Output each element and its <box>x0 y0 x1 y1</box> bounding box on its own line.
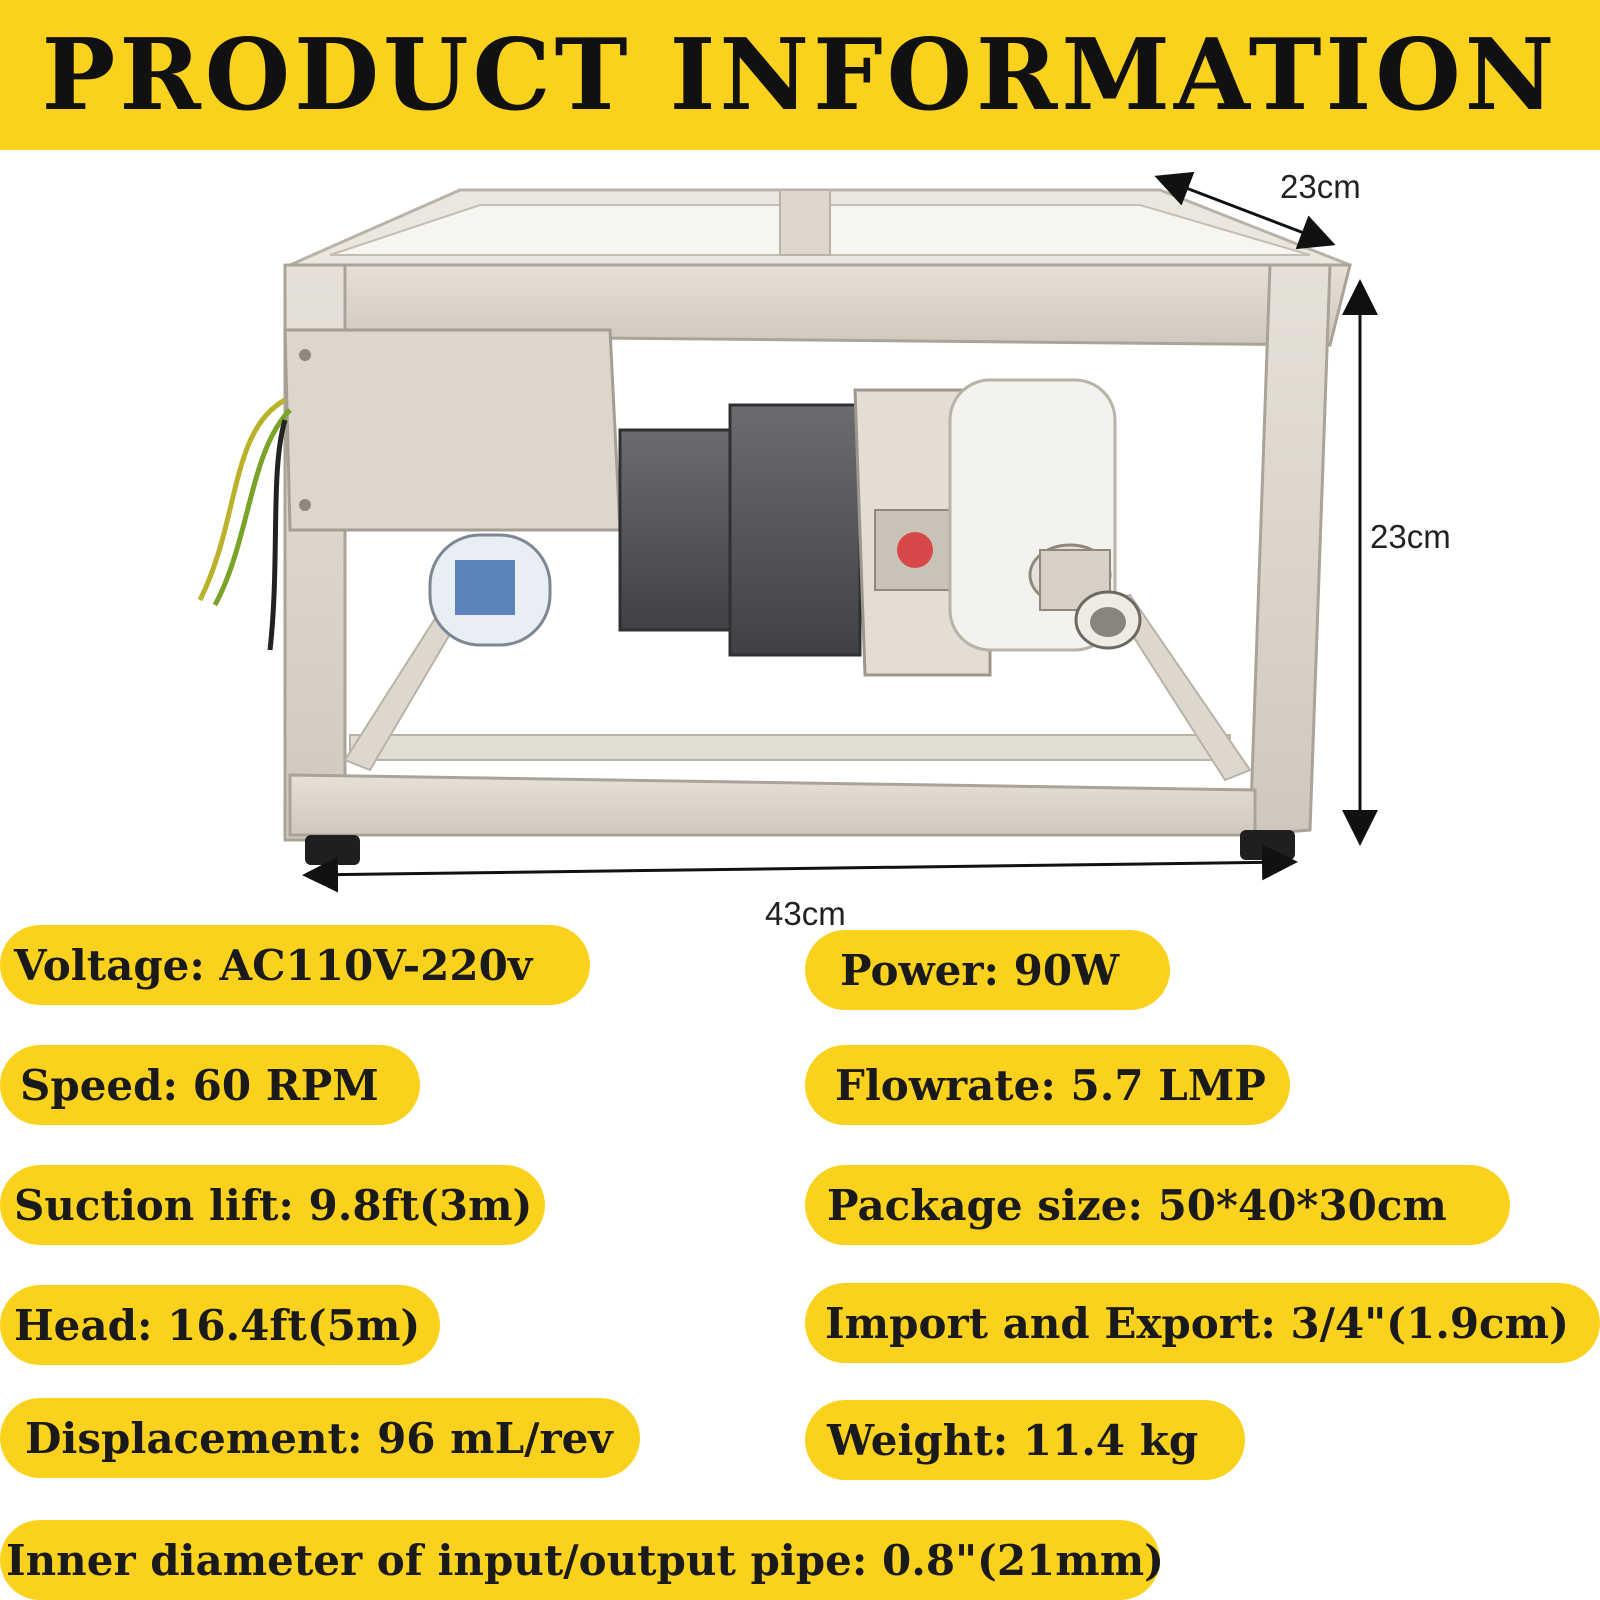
spec-head: Head: 16.4ft(5m) <box>0 1285 440 1365</box>
spec-voltage: Voltage: AC110V-220v <box>0 925 590 1005</box>
height-dimension: 23cm <box>1370 518 1451 555</box>
pump-head <box>853 378 1142 677</box>
spec-speed: Speed: 60 RPM <box>0 1045 420 1125</box>
spec-package-size: Package size: 50*40*30cm <box>805 1165 1510 1245</box>
spec-import-export: Import and Export: 3/4"(1.9cm) <box>805 1283 1600 1363</box>
motor <box>428 403 862 657</box>
spec-displacement: Displacement: 96 mL/rev <box>0 1398 640 1478</box>
spec-flowrate: Flowrate: 5.7 LMP <box>805 1045 1290 1125</box>
width-dimension: 43cm <box>765 895 846 932</box>
spec-power: Power: 90W <box>805 930 1170 1010</box>
title-banner: PRODUCT INFORMATION <box>0 0 1600 150</box>
depth-dimension: 23cm <box>1280 168 1361 205</box>
spec-inner-diameter: Inner diameter of input/output pipe: 0.8… <box>0 1520 1164 1600</box>
dimension-lines <box>302 171 1378 893</box>
spec-weight: Weight: 11.4 kg <box>805 1400 1245 1480</box>
spec-suction-lift: Suction lift: 9.8ft(3m) <box>0 1165 545 1245</box>
pump-illustration <box>197 171 1378 893</box>
control-box <box>283 328 622 532</box>
power-cable <box>197 397 292 651</box>
page-title: PRODUCT INFORMATION <box>41 17 1559 133</box>
